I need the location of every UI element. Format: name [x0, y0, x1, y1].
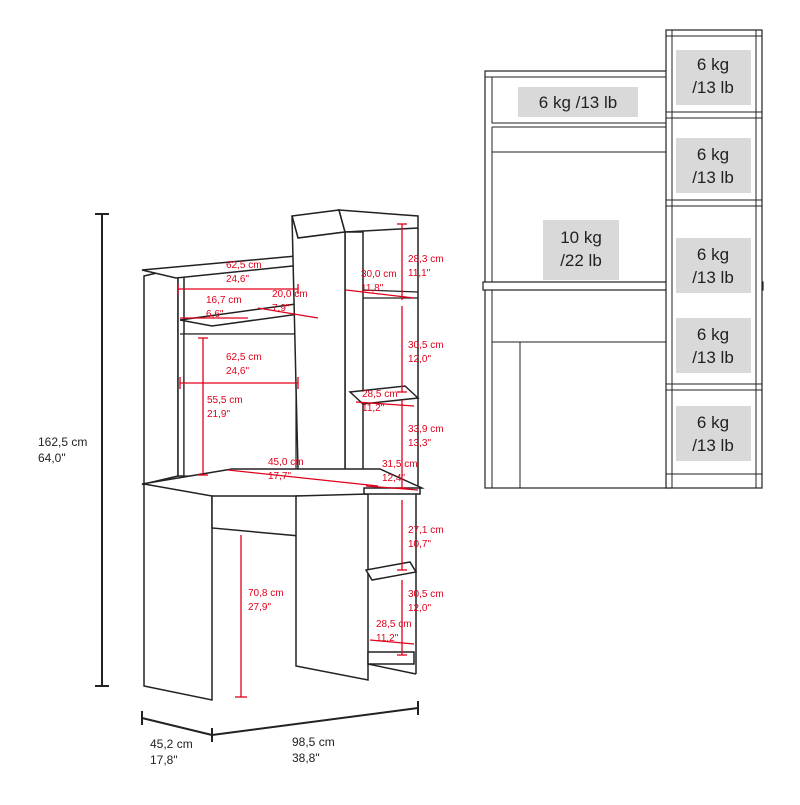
bottom-shelf-depth-in: 11,2"	[376, 633, 399, 644]
tower-top-gap-cm: 28,3 cm	[408, 254, 444, 265]
overall-dimension-labels: 162,5 cm 64,0" 45,2 cm 17,8" 98,5 cm 38,…	[38, 435, 335, 767]
lower-shelf-width-in: 12,4"	[382, 473, 405, 484]
hutch-shelf-load: 6 kg /13 lb	[539, 93, 617, 112]
small-shelf-depth-cm: 16,7 cm	[206, 295, 242, 306]
hutch-height-in: 21,9"	[207, 409, 230, 420]
tower-shelf-1-load-kg: 6 kg	[697, 55, 729, 74]
desk-top-load-lb: /22 lb	[560, 251, 602, 270]
tower-shelf-2-load-box	[676, 138, 751, 193]
overall-depth-cm: 45,2 cm	[150, 737, 193, 751]
tower-shelf-5-load-box	[676, 406, 751, 461]
small-shelf-width-cm: 20,0 cm	[272, 289, 308, 300]
tower-shelf-3-load-kg: 6 kg	[697, 245, 729, 264]
tower-shelf-2-load-kg: 6 kg	[697, 145, 729, 164]
tower-shelf-4-load-kg: 6 kg	[697, 325, 729, 344]
hutch-shelf-load-box	[518, 87, 638, 117]
tower-gap-2-in: 12,0"	[408, 354, 431, 365]
lower-shelf-width-cm: 31,5 cm	[382, 459, 418, 470]
overall-width-cm: 98,5 cm	[292, 735, 335, 749]
tower-shelf-3-load-lb: /13 lb	[692, 268, 734, 287]
desk-height-cm: 70,8 cm	[248, 588, 284, 599]
lower-gap-2-cm: 30,5 cm	[408, 589, 444, 600]
tower-shelf-1-load-box	[676, 50, 751, 105]
tower-shelf-3-load-box	[676, 238, 751, 293]
overall-height-cm: 162,5 cm	[38, 435, 87, 449]
bottom-shelf-depth-cm: 28,5 cm	[376, 619, 412, 630]
overall-dimension-lines	[95, 213, 419, 742]
desk-top-load-kg: 10 kg	[560, 228, 602, 247]
small-shelf-width-in: 7,9"	[272, 303, 290, 314]
tower-shelf-1-load-lb: /13 lb	[692, 78, 734, 97]
tower-width-cm: 30,0 cm	[361, 269, 397, 280]
red-dimension-lines	[177, 223, 419, 698]
tower-shelf-2-load-lb: /13 lb	[692, 168, 734, 187]
desk-height-in: 27,9"	[248, 602, 271, 613]
lower-gap-1-in: 10,7"	[408, 539, 431, 550]
red-dimension-labels: 62,5 cm 24,6" 16,7 cm 6,6" 20,0 cm 7,9" …	[206, 254, 444, 644]
tower-top-gap-in: 11,1"	[408, 268, 431, 279]
small-shelf-depth-in: 6,6"	[206, 309, 224, 320]
top-shelf-width-in: 24,6"	[226, 274, 249, 285]
overall-depth-in: 17,8"	[150, 753, 178, 767]
overall-height-in: 64,0"	[38, 451, 66, 465]
tower-shelf-5-load-lb: /13 lb	[692, 436, 734, 455]
tower-shelf-4-load-lb: /13 lb	[692, 348, 734, 367]
tower-shelf-4-load-box	[676, 318, 751, 373]
tower-gap-3-cm: 33,9 cm	[408, 424, 444, 435]
hutch-inner-width-cm: 62,5 cm	[226, 352, 262, 363]
top-shelf-width-cm: 62,5 cm	[226, 260, 262, 271]
tower-shelf-depth-cm: 28,5 cm	[362, 389, 398, 400]
hutch-height-cm: 55,5 cm	[207, 395, 243, 406]
lower-gap-1-cm: 27,1 cm	[408, 525, 444, 536]
lower-gap-2-in: 12,0"	[408, 603, 431, 614]
tower-shelf-depth-in: 11,2"	[362, 403, 385, 414]
tower-gap-3-in: 13,3"	[408, 438, 431, 449]
desk-depth-in: 17,7"	[268, 471, 291, 482]
desk-top-load-box	[543, 220, 619, 280]
hutch-inner-width-in: 24,6"	[226, 366, 249, 377]
tower-gap-2-cm: 30,5 cm	[408, 340, 444, 351]
overall-width-in: 38,8"	[292, 751, 320, 765]
load-capacity-labels: 6 kg /13 lb 10 kg /22 lb 6 kg /13 lb 6 k…	[518, 50, 751, 461]
tower-shelf-5-load-kg: 6 kg	[697, 413, 729, 432]
desk-depth-cm: 45,0 cm	[268, 457, 304, 468]
tower-width-in: 11,8"	[361, 283, 384, 294]
